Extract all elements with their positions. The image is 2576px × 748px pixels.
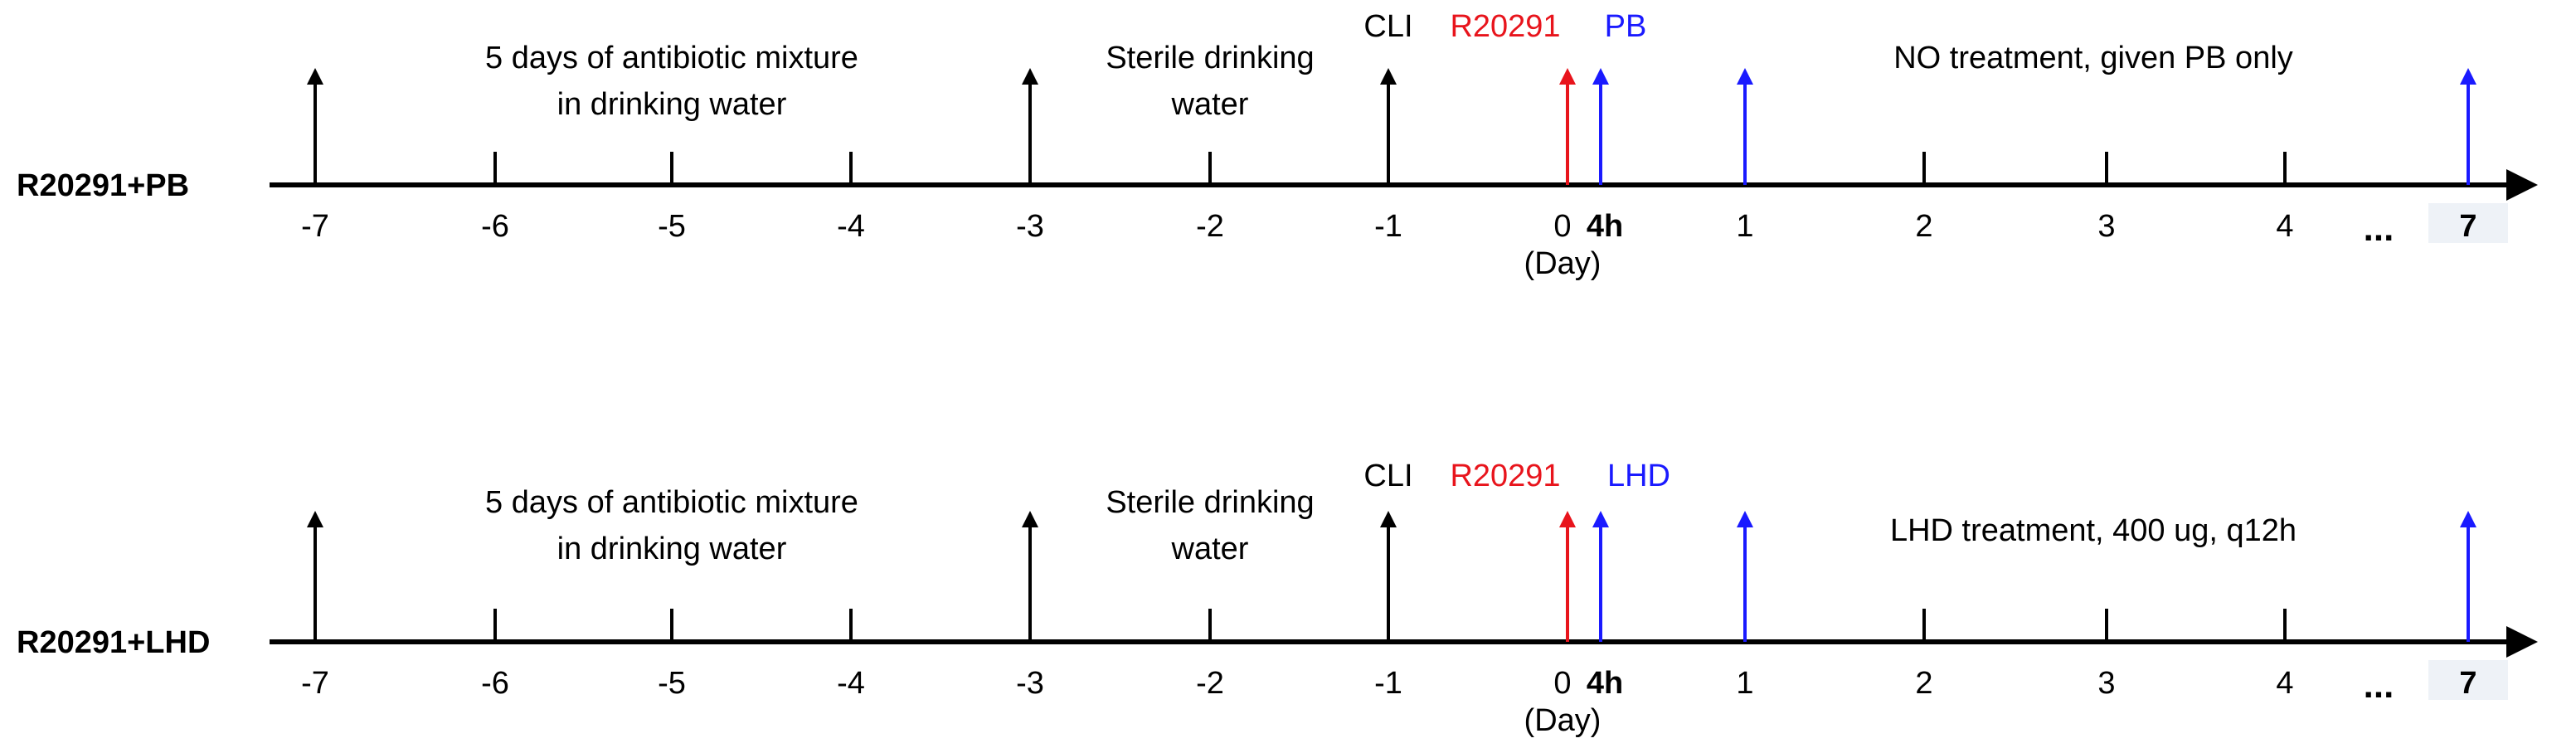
cli-label: CLI [1363,9,1412,44]
antibiotic-note-line2: in drinking water [557,532,787,566]
tick-label: 7 [2459,209,2476,244]
tick-label: -1 [1374,209,1402,244]
tick-label: -7 [301,209,329,244]
tick-label: 2 [1915,209,1932,244]
tick-label: -6 [481,209,509,244]
infection-label: R20291 [1450,459,1560,493]
tick-label: -4 [837,666,865,701]
tick-label: 7 [2459,666,2476,701]
tick-label: 0 [1553,209,1571,244]
antibiotic-note-line1: 5 days of antibiotic mixture [485,485,858,520]
tick-label: 3 [2097,209,2115,244]
tick-label: -1 [1374,666,1402,701]
treatment-note: NO treatment, given PB only [1893,41,2293,75]
sterile-note-line1: Sterile drinking [1106,485,1314,520]
sterile-note-line2: water [1171,532,1249,566]
tick-label: 1 [1736,666,1753,701]
axis-arrowhead [2506,169,2538,201]
row-label: R20291+LHD [17,625,210,660]
tick-label: -5 [658,209,686,244]
tick-label: 4 [2276,666,2293,701]
day-unit-label: (Day) [1524,703,1601,738]
ellipsis: ... [2364,665,2394,706]
day-unit-label: (Day) [1524,246,1601,281]
tick-label: -3 [1016,209,1044,244]
tick-label: -2 [1196,209,1224,244]
tick-label: 3 [2097,666,2115,701]
tick-label: -4 [837,209,865,244]
tick-label-4h: 4h [1587,209,1623,244]
day7-highlight [2428,203,2508,243]
axis-arrowhead [2506,626,2538,658]
tick-label: -2 [1196,666,1224,701]
treatment-note: LHD treatment, 400 ug, q12h [1890,513,2297,548]
cli-label: CLI [1363,459,1412,493]
tick-label: 0 [1553,666,1571,701]
tick-label: -3 [1016,666,1044,701]
tick-label: 1 [1736,209,1753,244]
day7-highlight [2428,660,2508,700]
tick-label: -5 [658,666,686,701]
timeline-row-lhd: R20291+LHD -7 -6 -5 -4 -3 -2 -1 0 4h 1 2 [17,459,2538,738]
tick-label: 4 [2276,209,2293,244]
treatment-label: PB [1605,9,1647,44]
sterile-note-line2: water [1171,87,1249,122]
antibiotic-note-line1: 5 days of antibiotic mixture [485,41,858,75]
tick-label: -7 [301,666,329,701]
treatment-label: LHD [1607,459,1670,493]
antibiotic-note-line2: in drinking water [557,87,787,122]
tick-label-4h: 4h [1587,666,1623,701]
tick-label: 2 [1915,666,1932,701]
timeline-row-pb: R20291+PB -7 -6 -5 -4 -3 -2 -1 0 4h 1 2 [17,9,2538,281]
tick-label: -6 [481,666,509,701]
row-label: R20291+PB [17,168,189,203]
sterile-note-line1: Sterile drinking [1106,41,1314,75]
ellipsis: ... [2364,208,2394,249]
infection-label: R20291 [1450,9,1560,44]
